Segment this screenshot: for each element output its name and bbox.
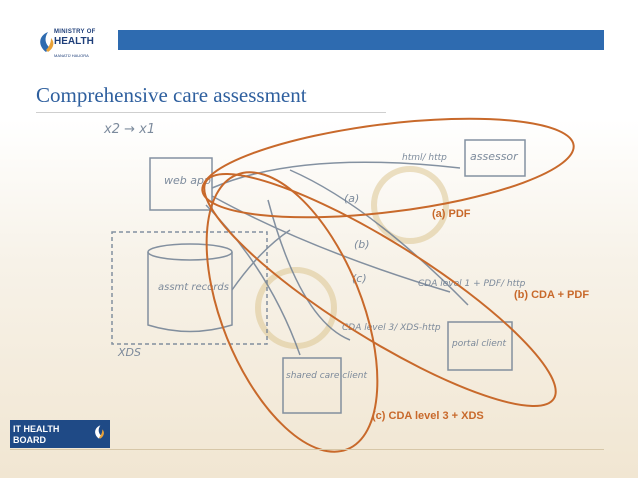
arrow-records	[231, 229, 291, 291]
arrow-webapp-shared	[205, 204, 301, 356]
records-cylinder-top	[147, 243, 233, 261]
sketch-cda3-xds-http: CDA level 3/ XDS-http	[342, 323, 441, 333]
logo-text-maori: MANATŪ HAUORA	[54, 53, 89, 58]
annotation-c: (c) CDA level 3 + XDS	[372, 410, 484, 422]
highlight-ellipse-a	[201, 117, 575, 219]
sketch-cda-pdf-http: CDA level 1 + PDF/ http	[418, 279, 526, 289]
shared-care-client-box	[282, 357, 342, 414]
fern-icon	[40, 32, 54, 52]
sketch-assmt-records: assmt records	[158, 282, 229, 293]
sketch-assessor: assessor	[470, 150, 519, 163]
title-underline	[36, 112, 386, 113]
coffee-stain-ring	[255, 267, 337, 349]
footer-logo	[10, 420, 110, 448]
web-app-box	[149, 157, 213, 211]
sketch-web-app: web app	[164, 174, 211, 187]
sketch-a: (a)	[344, 192, 359, 205]
assessor-box	[464, 139, 526, 177]
sketch-portal-client: portal client	[451, 339, 507, 349]
highlight-ellipse-b	[203, 172, 557, 408]
header-bar	[118, 30, 604, 50]
xds-region	[111, 231, 268, 345]
arrow-c	[267, 199, 351, 341]
arrow-b	[289, 169, 469, 306]
sketch-shared-care-client: shared care client	[286, 371, 367, 381]
sketch-note-top: x2 → x1	[103, 122, 155, 137]
footer-fern-icon	[95, 425, 104, 439]
sketch-xds: XDS	[117, 346, 141, 359]
annotation-b: (b) CDA + PDF	[514, 289, 590, 301]
annotation-a: (a) PDF	[432, 208, 471, 220]
records-cylinder-body	[147, 252, 233, 333]
arrow-webapp-portal	[211, 195, 451, 293]
bottom-rule	[10, 449, 604, 450]
ministry-logo	[34, 26, 116, 72]
footer-text-2: BOARD	[13, 435, 46, 445]
footer-text-1: IT HEALTH	[13, 424, 60, 434]
logo-text-ministry: MINISTRY OF	[54, 29, 96, 35]
coffee-stain-ring	[371, 166, 449, 244]
slide-title: Comprehensive care assessment	[36, 83, 307, 107]
portal-client-box	[447, 321, 513, 371]
sketch-html-http: html/ http	[402, 153, 447, 163]
sketch-b: (b)	[354, 238, 370, 251]
logo-text-health: HEALTH	[54, 36, 94, 47]
arrow-webapp-assessor	[211, 161, 461, 189]
